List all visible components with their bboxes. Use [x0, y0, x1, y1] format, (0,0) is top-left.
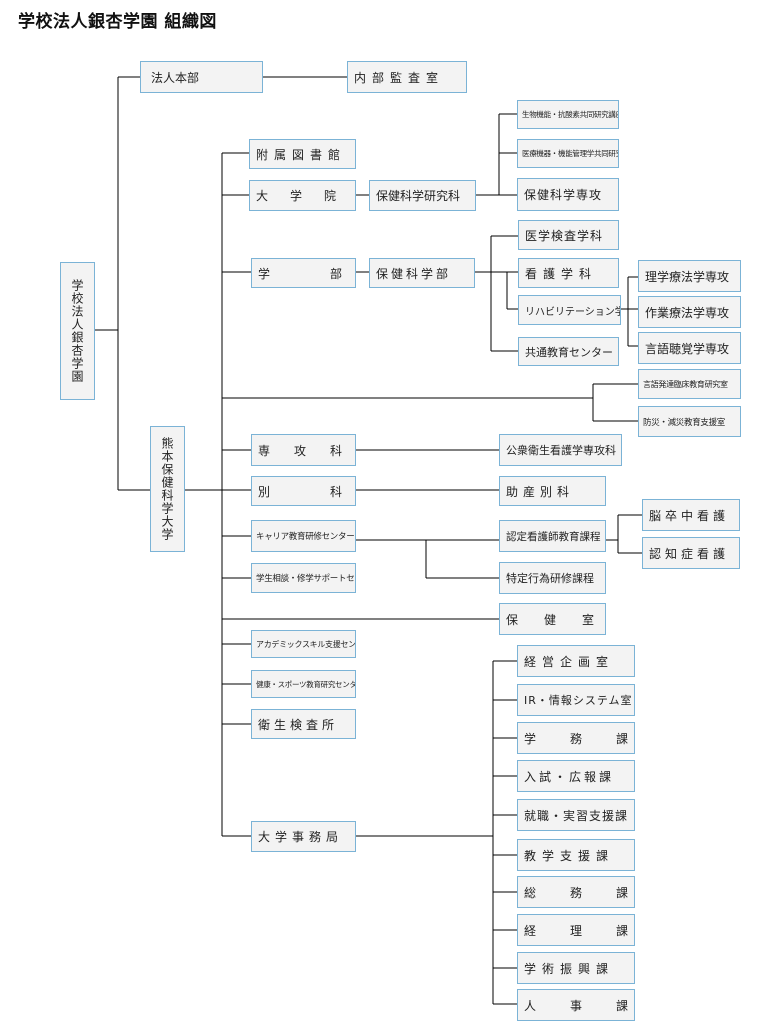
dept-lab-box: 医学検査学科: [518, 220, 619, 250]
teaching-support-box: 教学支援課: [517, 839, 635, 871]
university-box: 熊本保健科学大学: [150, 426, 185, 552]
ir-box: IR・情報システム室: [517, 684, 635, 716]
public-health-box: 公衆衛生看護学専攻科: [499, 434, 622, 466]
office-box: 大学事務局: [251, 821, 356, 852]
student-support-box: 学生相談・修学サポートセンター: [251, 563, 356, 593]
dept-rehab-box: リハビリテーション学科: [518, 295, 621, 325]
health-room-box: 保健室: [499, 603, 606, 635]
dementia-nursing-box: 認知症看護: [642, 537, 740, 569]
dept-nursing-box: 看護学科: [518, 258, 619, 288]
lab-speech-box: 言語発達臨床教育研究室: [638, 369, 741, 399]
grad-major-box: 保健科学専攻: [517, 178, 619, 211]
naibu-kansa-box: 内部監査室: [347, 61, 467, 93]
library-box: 附属図書館: [249, 139, 356, 169]
admission-box: 入試・広報課: [517, 760, 635, 792]
hojin-honbu-box: 法人本部: [140, 61, 263, 93]
major-pt-box: 理学療法学専攻: [638, 260, 741, 292]
senkouka-box: 専攻科: [251, 434, 356, 466]
disaster-box: 防災・減災教育支援室: [638, 406, 741, 437]
gakumu-box: 学務課: [517, 722, 635, 754]
common-center-box: 共通教育センター: [518, 337, 619, 366]
lab2-box: 医療機器・機能管理学共同研究講座: [517, 139, 619, 168]
cert-nurse-box: 認定看護師教育課程: [499, 520, 606, 552]
grad-school-box: 保健科学研究科: [369, 180, 476, 211]
bekka-box: 別科: [251, 476, 356, 506]
hygiene-box: 衛生検査所: [251, 709, 356, 739]
faculty-name-box: 保健科学部: [369, 258, 475, 288]
personnel-box: 人事課: [517, 989, 635, 1021]
career-center-box: キャリア教育研修センター: [251, 520, 356, 552]
accounting-box: 経理課: [517, 914, 635, 946]
graduate-box: 大学院: [249, 180, 356, 211]
general-affairs-box: 総務課: [517, 876, 635, 908]
major-ot-box: 作業療法学専攻: [638, 296, 741, 328]
academic-skill-box: アカデミックスキル支援センター: [251, 630, 356, 658]
stroke-nursing-box: 脳卒中看護: [642, 499, 740, 531]
midwife-box: 助産別科: [499, 476, 606, 506]
career-support-box: 就職・実習支援課: [517, 799, 635, 831]
page-title: 学校法人銀杏学園 組織図: [18, 12, 217, 32]
faculty-box: 学部: [251, 258, 356, 288]
planning-box: 経営企画室: [517, 645, 635, 677]
specific-training-box: 特定行為研修課程: [499, 562, 606, 594]
root-org-box: 学校法人銀杏学園: [60, 262, 95, 400]
lab1-box: 生物機能・抗酸素共同研究講座: [517, 100, 619, 129]
major-st-box: 言語聴覚学専攻: [638, 332, 741, 364]
research-promo-box: 学術振興課: [517, 952, 635, 984]
sports-center-box: 健康・スポーツ教育研究センター: [251, 670, 356, 698]
